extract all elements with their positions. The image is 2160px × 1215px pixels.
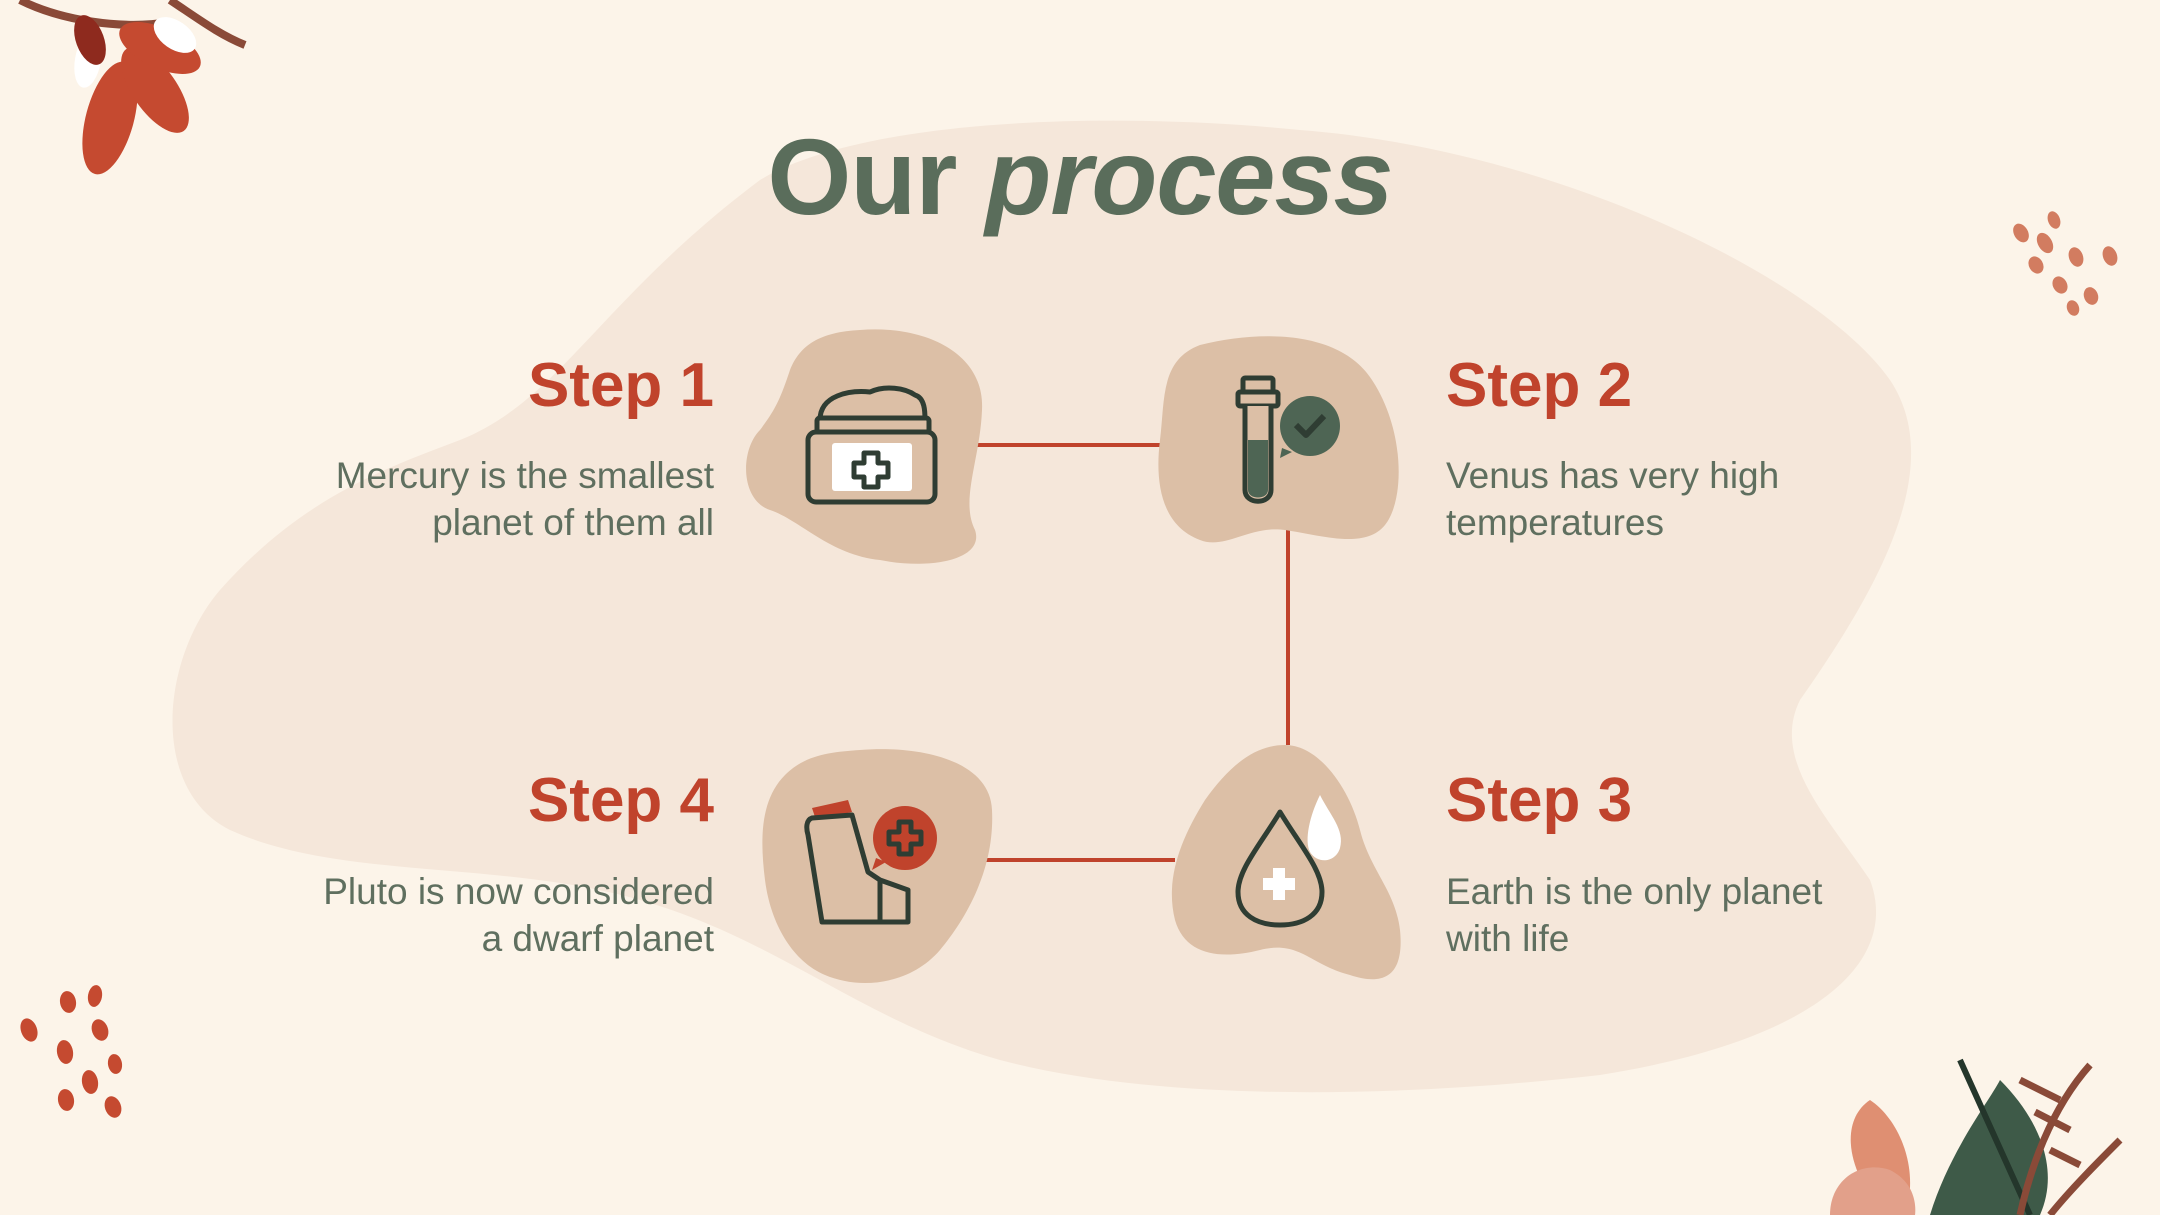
medicine-jar-icon [805,385,938,505]
title-accent: process [985,116,1393,237]
step-1-description-line-1: Mercury is the smallest [335,455,714,496]
step-4-description: Pluto is now considered a dwarf planet [234,868,714,962]
icon-blob-step-2 [1158,336,1399,543]
step-3-description: Earth is the only planet with life [1446,868,1926,962]
step-1-title: Step 1 [527,351,714,420]
step-2-description: Venus has very high temperatures [1446,452,1926,546]
step-3-description-line-1: Earth is the only planet [1446,871,1823,912]
step-2-description-line-1: Venus has very high [1446,455,1780,496]
step-2-description-line-2: temperatures [1446,502,1664,543]
step-1-description-line-2: planet of them all [432,502,714,543]
step-3-description-line-2: with life [1446,918,1570,959]
page-title: Our process [0,116,2160,237]
step-2-title: Step 2 [1446,351,1633,420]
step-4-description-line-2: a dwarf planet [481,918,714,959]
background-blob [172,120,1912,1093]
step-4-description-line-1: Pluto is now considered [323,871,714,912]
blood-drop-icon [1235,795,1341,928]
test-tube-icon [1235,375,1340,504]
leaves-decoration-bottom-right [1830,1058,2123,1215]
dots-decoration-bottom-left [20,985,123,1118]
connector-lines [965,443,1290,862]
inhaler-icon [804,800,937,925]
step-1-description: Mercury is the smallest planet of them a… [234,452,714,546]
flower-decoration-top-left [18,0,247,175]
dots-decoration-top-right [2013,211,2118,316]
step-3-title: Step 3 [1446,766,1633,835]
title-main: Our [767,116,957,237]
step-4-title: Step 4 [527,766,714,835]
